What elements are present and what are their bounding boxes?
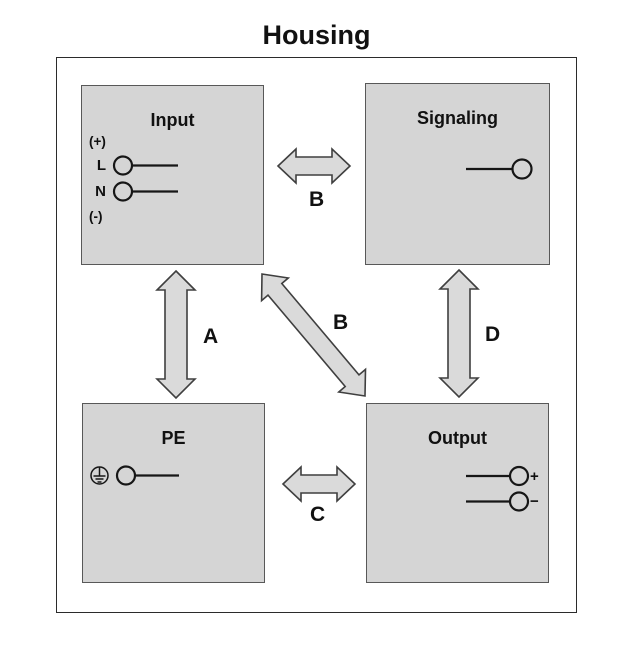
output-plus-label: + [530,468,539,485]
arrow-c-icon [281,465,357,503]
box-output-title: Output [428,428,487,448]
box-pe: PE [82,403,265,583]
arrow-a-icon [155,269,197,400]
input-minus-label: (-) [89,209,103,224]
protective-earth-icon [90,466,109,485]
arrow-label-b-diagonal: B [333,311,349,334]
box-output: Output + − [366,403,549,583]
box-input: Input (+) L N (-) [81,85,264,265]
box-signaling: Signaling [365,83,550,265]
output-terminals-graphic: + − [466,465,539,512]
arrow-label-d: D [485,323,501,346]
output-minus-label: − [530,493,539,510]
arrow-b-diagonal-icon [260,273,367,397]
input-n-label: N [95,183,106,200]
signaling-terminals-graphic [466,158,533,180]
input-plus-label: (+) [89,134,106,149]
arrow-label-b-top: B [309,188,325,211]
pe-terminals-graphic [90,465,179,486]
box-pe-title: PE [161,428,186,448]
arrow-label-c: C [310,503,326,526]
input-l-label: L [97,157,106,174]
arrow-d-icon [438,268,480,399]
output-plus-terminal-icon [508,465,530,487]
figure-title: Housing [262,20,371,50]
arrow-b-top-icon [276,147,352,185]
box-signaling-title: Signaling [417,108,498,128]
box-input-title: Input [150,110,195,130]
input-terminals-graphic: (+) L N (-) [89,134,178,224]
arrow-label-a: A [203,325,219,348]
output-minus-terminal-icon [508,491,530,512]
signaling-terminal-icon [511,158,533,180]
